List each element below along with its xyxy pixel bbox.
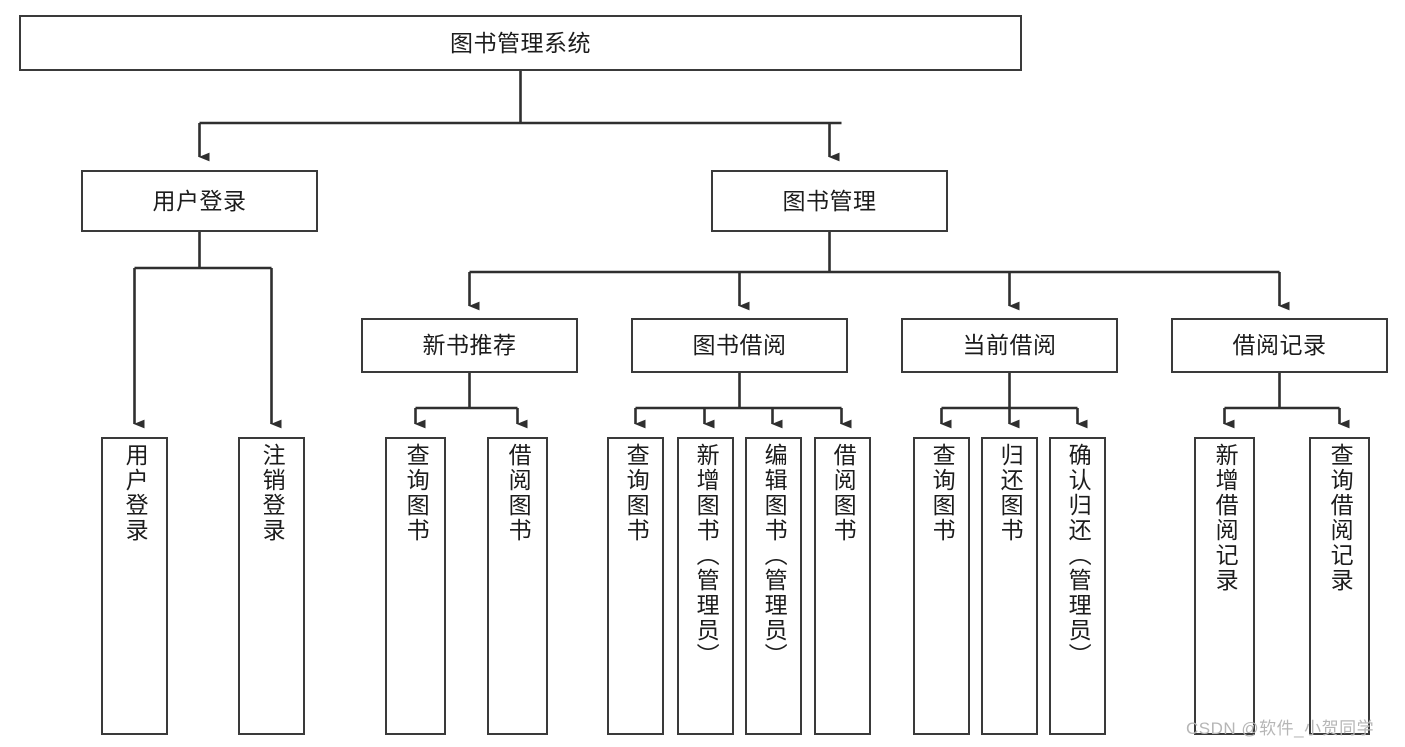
node-leaf-user-login[interactable]: 用户登录 [101, 437, 168, 735]
node-book-borrow-label: 图书借阅 [692, 332, 787, 358]
node-leaf-query-book-3[interactable]: 查询图书 [913, 437, 970, 735]
node-leaf-query-book-2[interactable]: 查询图书 [607, 437, 664, 735]
node-borrow-record[interactable]: 借阅记录 [1171, 318, 1388, 373]
node-leaf-borrow-book-1-label: 借阅图书 [505, 443, 532, 543]
node-leaf-add-book[interactable]: 新增图书（管理员） [677, 437, 734, 735]
node-leaf-query-book-2-label: 查询图书 [623, 443, 650, 543]
node-leaf-edit-book-label: 编辑图书（管理员） [761, 443, 788, 668]
node-leaf-confirm-return[interactable]: 确认归还（管理员） [1049, 437, 1106, 735]
csdn-watermark: CSDN @软件_小贺同学 [1186, 719, 1375, 738]
node-leaf-query-book-1-label: 查询图书 [403, 443, 430, 543]
node-leaf-return-book[interactable]: 归还图书 [981, 437, 1038, 735]
node-new-book-recommend-label: 新书推荐 [422, 332, 517, 358]
node-current-borrow[interactable]: 当前借阅 [901, 318, 1118, 373]
node-leaf-add-record-label: 新增借阅记录 [1212, 443, 1239, 593]
node-leaf-borrow-book-1[interactable]: 借阅图书 [487, 437, 548, 735]
node-leaf-add-record[interactable]: 新增借阅记录 [1194, 437, 1255, 735]
node-leaf-borrow-book-2-label: 借阅图书 [830, 443, 857, 543]
node-new-book-recommend[interactable]: 新书推荐 [361, 318, 578, 373]
node-leaf-return-book-label: 归还图书 [997, 443, 1024, 543]
node-leaf-add-book-label: 新增图书（管理员） [693, 443, 720, 668]
node-leaf-confirm-return-label: 确认归还（管理员） [1065, 443, 1092, 668]
node-book-management-label: 图书管理 [782, 187, 877, 214]
node-book-borrow[interactable]: 图书借阅 [631, 318, 848, 373]
node-leaf-borrow-book-2[interactable]: 借阅图书 [814, 437, 871, 735]
node-borrow-record-label: 借阅记录 [1232, 332, 1327, 358]
node-leaf-query-book-3-label: 查询图书 [929, 443, 956, 543]
node-leaf-query-record[interactable]: 查询借阅记录 [1309, 437, 1370, 735]
node-user-login[interactable]: 用户登录 [81, 170, 318, 232]
node-current-borrow-label: 当前借阅 [962, 332, 1057, 358]
node-leaf-edit-book[interactable]: 编辑图书（管理员） [745, 437, 802, 735]
node-leaf-logout-label: 注销登录 [259, 443, 286, 543]
node-leaf-logout[interactable]: 注销登录 [238, 437, 305, 735]
node-leaf-user-login-label: 用户登录 [122, 443, 149, 543]
node-root[interactable]: 图书管理系统 [19, 15, 1022, 71]
node-root-label: 图书管理系统 [450, 29, 591, 56]
node-book-management[interactable]: 图书管理 [711, 170, 948, 232]
node-user-login-label: 用户登录 [152, 187, 247, 214]
node-leaf-query-book-1[interactable]: 查询图书 [385, 437, 446, 735]
node-leaf-query-record-label: 查询借阅记录 [1327, 443, 1354, 593]
